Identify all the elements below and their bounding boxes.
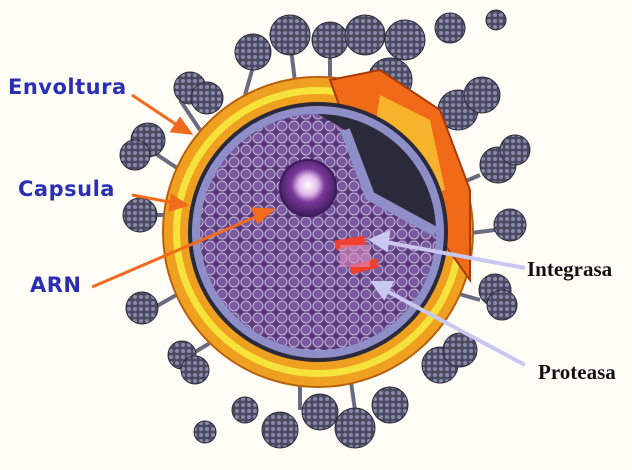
label-integrasa: Integrasa [527, 257, 613, 281]
core [200, 114, 436, 350]
rna-structure [279, 159, 337, 217]
label-capsula: Capsula [18, 177, 115, 201]
enzymes [334, 235, 379, 275]
label-envoltura: Envoltura [8, 75, 127, 99]
label-arn: ARN [30, 273, 82, 297]
label-proteasa: Proteasa [538, 360, 616, 384]
label-arrows [91, 93, 526, 367]
